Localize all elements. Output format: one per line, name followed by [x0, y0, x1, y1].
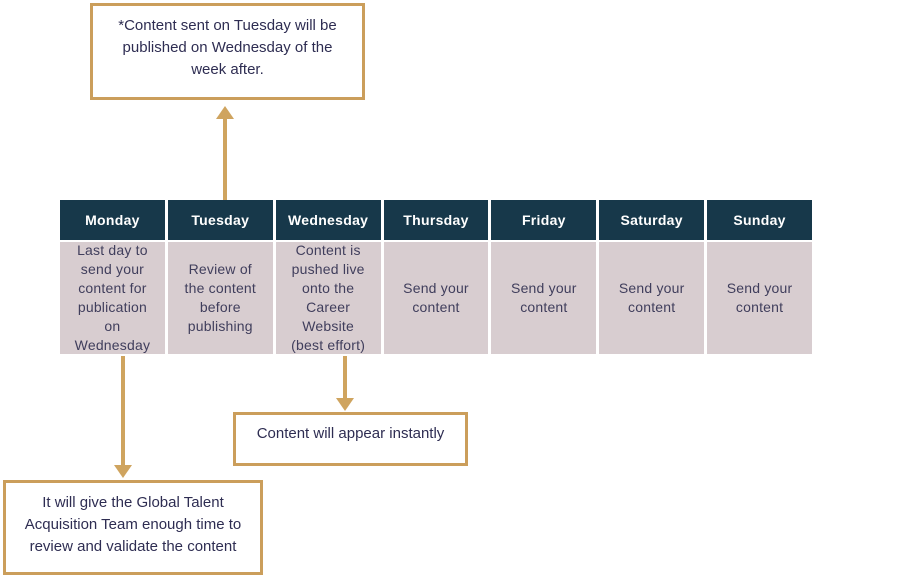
callout-tuesday-note-text: *Content sent on Tuesday will be publish…	[118, 17, 337, 78]
table-header-saturday: Saturday	[599, 200, 705, 240]
table-cell-wednesday: Content is pushed live onto the Career W…	[275, 242, 381, 354]
arrow-up-tuesday-line	[223, 118, 227, 201]
callout-wednesday-note: Content will appear instantly	[233, 412, 468, 466]
table-cell-saturday: Send your content	[599, 242, 705, 354]
table-header-tuesday: Tuesday	[167, 200, 273, 240]
table-cell-tuesday: Review of the content before publishing	[167, 242, 273, 354]
table-header-sunday: Sunday	[707, 200, 812, 240]
table-cell-thursday: Send your content	[383, 242, 489, 354]
arrow-up-tuesday-head	[216, 106, 234, 119]
callout-monday-note: It will give the Global Talent Acquisiti…	[3, 480, 263, 575]
table-header-wednesday: Wednesday	[275, 200, 381, 240]
callout-monday-note-text: It will give the Global Talent Acquisiti…	[24, 494, 242, 555]
table-header-monday: Monday	[60, 200, 165, 240]
table-cell-sunday: Send your content	[707, 242, 812, 354]
callout-wednesday-note-text: Content will appear instantly	[256, 425, 445, 442]
arrow-down-monday-head	[114, 465, 132, 478]
table-cell-monday: Last day to send your content for public…	[60, 242, 165, 354]
weekly-schedule-table: Monday Tuesday Wednesday Thursday Friday…	[60, 200, 812, 354]
arrow-down-wednesday-head	[336, 398, 354, 411]
arrow-down-wednesday-line	[343, 356, 347, 399]
table-header-friday: Friday	[491, 200, 597, 240]
callout-tuesday-note: *Content sent on Tuesday will be publish…	[90, 3, 365, 100]
arrow-down-monday-line	[121, 356, 125, 466]
table-header-thursday: Thursday	[383, 200, 489, 240]
table-cell-friday: Send your content	[491, 242, 597, 354]
